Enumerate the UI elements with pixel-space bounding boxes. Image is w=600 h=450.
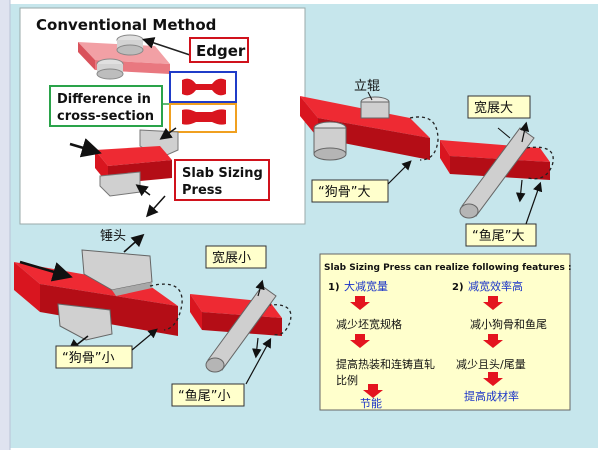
hammer-upper-arrow (123, 233, 145, 253)
dogbone-small-caption-box (55, 345, 133, 369)
dogbone-section-shape (182, 78, 226, 96)
features-box: Slab Sizing Press can realize following … (319, 253, 572, 411)
spread-large-caption-box (467, 95, 531, 119)
hammer-label: 锤头 (100, 229, 126, 244)
left-item-2-line2: 比例 (336, 373, 358, 387)
right-item-3: 提高成材率 (464, 389, 519, 403)
spread-small-arrow-down (252, 337, 262, 359)
right-arrow-1 (483, 296, 503, 310)
fishtail-large-caption-box (465, 223, 537, 247)
edger-label: Edger (196, 42, 246, 60)
spread-small-caption: 宽展小 (212, 250, 251, 266)
left-heading-text: 大减宽量 (344, 279, 388, 293)
right-arrow-3 (483, 372, 503, 386)
fishtail-small-arrow (245, 337, 272, 385)
left-arrow-1 (350, 296, 370, 310)
dogbone-small-caption: “狗骨”小 (62, 351, 114, 366)
inset-press-illustration (69, 127, 179, 197)
vertical-roll-pointer (367, 91, 373, 101)
right-item-2: 减少且头/尾量 (456, 358, 526, 371)
features-title: Slab Sizing Press can realize following … (324, 263, 572, 273)
inset-title: Conventional Method (36, 16, 216, 34)
left-item-1: 减少坯宽规格 (336, 317, 402, 331)
left-item-3: 节能 (360, 396, 382, 410)
conventional-method-inset: Conventional Method Edger Difference in … (19, 7, 306, 225)
right-heading-number: 2) (452, 282, 464, 293)
left-heading-number: 1) (328, 282, 340, 293)
right-item-1: 减小狗骨和鱼尾 (470, 317, 547, 331)
press-label-line1: Slab Sizing (182, 166, 263, 181)
dogbone-small-arrow (131, 328, 158, 351)
edger-illustration (78, 34, 191, 80)
spread-large-arrow-up (519, 121, 530, 143)
fishtail-large-diagram (440, 127, 554, 219)
fishtail-small-caption: “鱼尾”小 (178, 388, 230, 404)
press-section-shape (182, 109, 226, 125)
right-heading-text: 减宽效率高 (468, 279, 523, 293)
left-arrow-3 (363, 384, 383, 398)
press-hammer-diagram (14, 233, 183, 352)
spread-small-caption-box (205, 245, 267, 269)
dogbone-large-caption: “狗骨”大 (318, 185, 370, 200)
spread-large-arrow-down (515, 179, 526, 203)
spread-large-caption: 宽展大 (474, 100, 513, 116)
press-label-box (174, 159, 270, 201)
fishtail-small-diagram (190, 285, 292, 373)
edger-label-box (189, 37, 249, 63)
left-item-2-line1: 提高热装和连铸直轧 (336, 357, 435, 371)
cross-section-label-line1: Difference in (57, 92, 151, 107)
spread-small-arrow-up (255, 279, 265, 297)
left-arrow-2 (350, 334, 370, 348)
cross-section-label-line2: cross-section (57, 109, 154, 124)
fishtail-large-caption: “鱼尾”大 (472, 228, 524, 244)
cross-section-label-box (49, 85, 163, 127)
press-label-line2: Press (182, 183, 222, 198)
fishtail-small-caption-box (171, 383, 245, 407)
dogbone-large-caption-box (311, 179, 389, 203)
left-accent-bar (0, 0, 10, 450)
dogbone-large-arrow (387, 160, 412, 185)
feed-arrow (19, 260, 73, 282)
edger-slab-diagram (300, 91, 439, 161)
fishtail-large-arrow (525, 181, 543, 225)
vertical-roll-label: 立辊 (354, 79, 380, 94)
inset-down-arrow (145, 195, 166, 218)
right-arrow-2 (483, 334, 503, 348)
